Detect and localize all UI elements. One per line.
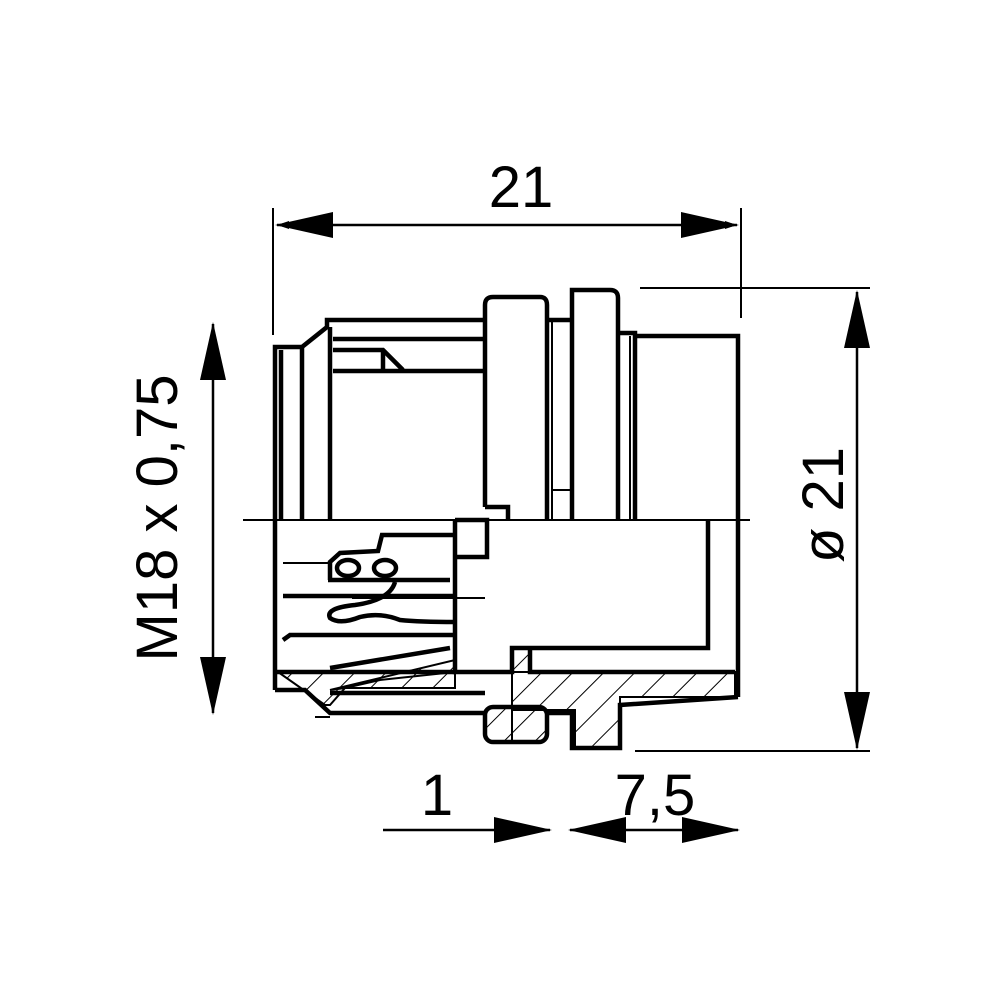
- flange-label: 7,5: [615, 763, 696, 828]
- arrow-bottom: [200, 657, 226, 715]
- arrow-left: [275, 212, 333, 238]
- flange-1-step: [485, 504, 511, 520]
- arrow-top: [200, 322, 226, 380]
- insert-box: [452, 520, 711, 675]
- contact: [327, 532, 455, 580]
- rear-body: [635, 333, 741, 697]
- arrow-right: [494, 817, 552, 843]
- connector-body: [272, 287, 741, 751]
- length-dimension: 21: [272, 155, 742, 335]
- inner-line: [281, 632, 455, 642]
- diameter-dimension: ø 21: [635, 287, 870, 752]
- contact-pin-2: [371, 557, 399, 579]
- length-label: 21: [489, 155, 554, 220]
- insert-step: [455, 517, 490, 560]
- taper-line: [329, 645, 451, 671]
- thread-label: M18 x 0,75: [125, 375, 190, 662]
- arrow-left: [568, 817, 626, 843]
- lower-contour: [275, 687, 485, 716]
- arrow-bottom: [844, 692, 870, 750]
- flange-1: [482, 294, 550, 520]
- arrow-top: [844, 290, 870, 348]
- thread-dimension: M18 x 0,75: [125, 322, 226, 715]
- rear-step: [618, 330, 638, 520]
- diameter-label: ø 21: [791, 447, 856, 563]
- arrow-right: [682, 817, 740, 843]
- insert-base: [527, 648, 735, 675]
- contact-pin-1: [334, 557, 362, 579]
- bottom-dimensions: 1 7,5: [383, 763, 740, 843]
- section-hatch-taper: [329, 658, 456, 691]
- spring-wire: [327, 581, 456, 625]
- seal-ring: [482, 704, 550, 745]
- flange-lower-contour: [547, 694, 739, 751]
- flange-2: [569, 287, 621, 520]
- outer-left-contour: [272, 317, 485, 690]
- offset-label: 1: [421, 763, 453, 828]
- latch-triangle: [333, 347, 405, 372]
- arrow-right: [681, 212, 739, 238]
